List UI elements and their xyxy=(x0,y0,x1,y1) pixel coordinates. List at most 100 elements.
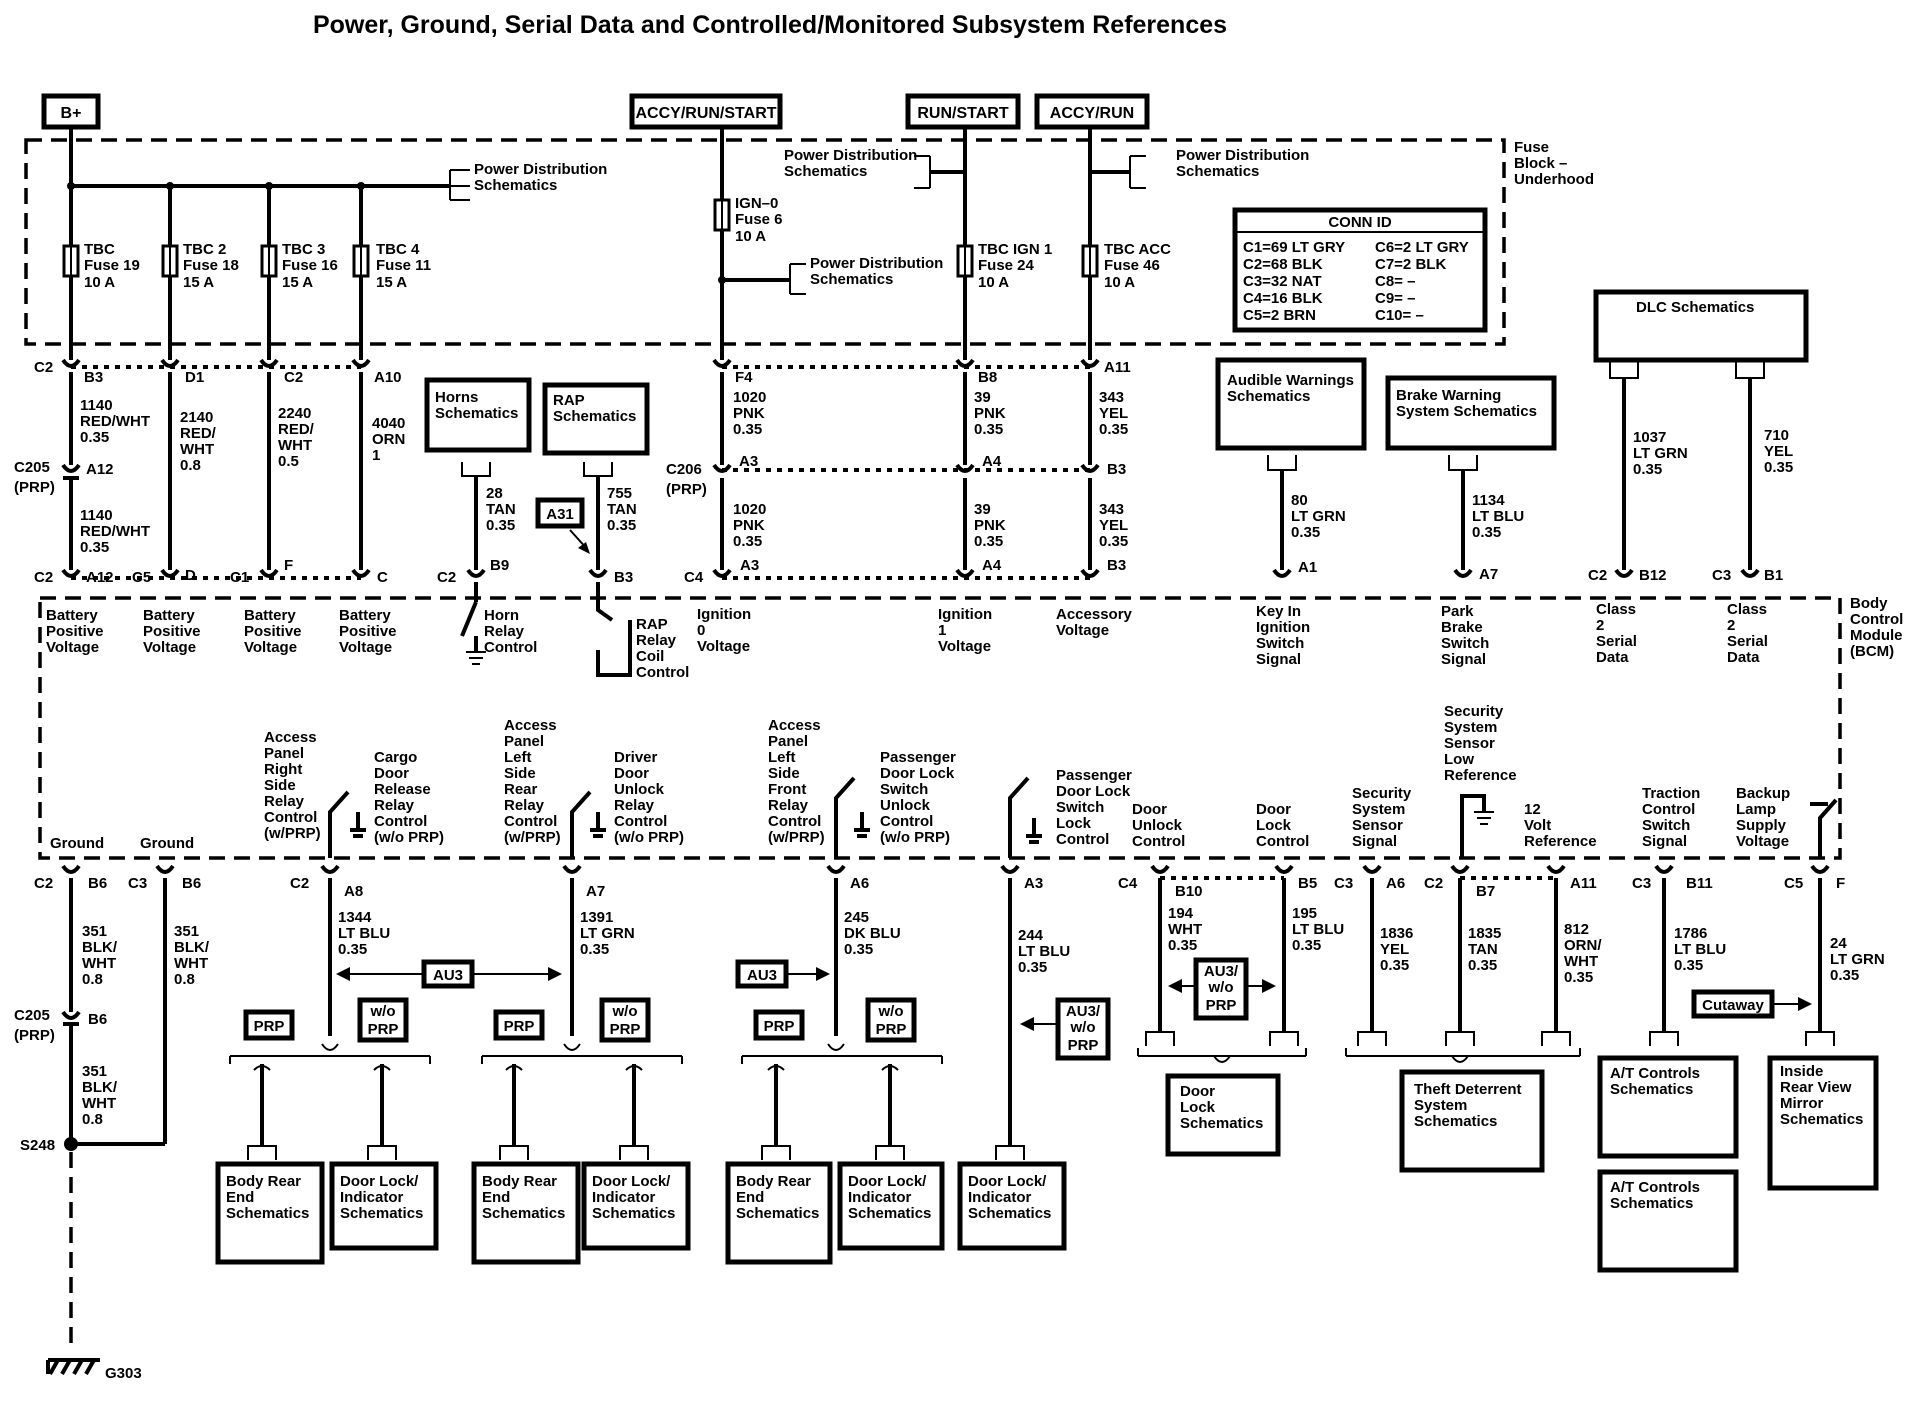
pds-ref-left: Power Distribution Schematics xyxy=(474,161,607,194)
svg-text:LT BLU: LT BLU xyxy=(1674,941,1726,958)
svg-text:Positive: Positive xyxy=(143,623,201,640)
connector-row-bcm-bottom: C2 B6 C3 B6 C2 A8 A7 A6 A3 C4 B10 B5 C3 … xyxy=(34,864,1845,900)
fuse-ign0-6: IGN–0 Fuse 6 10 A xyxy=(713,195,783,245)
svg-text:C3: C3 xyxy=(128,875,147,892)
svg-text:(w/PRP): (w/PRP) xyxy=(264,825,321,842)
option-wo-prp-3: w/o PRP xyxy=(865,997,917,1043)
wire-1835: 1835 TAN 0.35 xyxy=(1468,925,1501,974)
svg-text:Control: Control xyxy=(614,813,667,830)
svg-text:39: 39 xyxy=(974,389,991,406)
svg-text:WHT: WHT xyxy=(180,441,214,458)
ref-door-lock: Door Lock Schematics xyxy=(1165,1073,1281,1157)
svg-text:Door Lock/: Door Lock/ xyxy=(592,1173,671,1190)
svg-text:A6: A6 xyxy=(850,875,869,892)
func-rap-relay: RAP Relay Coil Control xyxy=(636,616,689,681)
svg-text:B7: B7 xyxy=(1476,883,1495,900)
svg-text:Door Lock/: Door Lock/ xyxy=(968,1173,1047,1190)
func-access-panel-right: Access Panel Right Side Relay Control (w… xyxy=(264,729,321,842)
svg-text:0.8: 0.8 xyxy=(82,1111,103,1128)
svg-text:Front: Front xyxy=(768,781,806,798)
svg-text:Voltage: Voltage xyxy=(1056,622,1109,639)
svg-text:BLK/: BLK/ xyxy=(82,1079,118,1096)
svg-text:Indicator: Indicator xyxy=(968,1189,1032,1206)
svg-text:0.35: 0.35 xyxy=(486,517,515,534)
option-au3-wo-prp-1: AU3/ w/o PRP xyxy=(1055,997,1111,1061)
svg-text:PRP: PRP xyxy=(368,1021,399,1038)
svg-text:12: 12 xyxy=(1524,801,1541,818)
svg-text:1: 1 xyxy=(938,622,946,639)
connector-c205-lower: C205 (PRP) B6 xyxy=(14,1007,107,1044)
svg-text:Driver: Driver xyxy=(614,749,658,766)
bcm-outline xyxy=(38,596,1842,860)
ref-door-lock-indicator-2: Door Lock/ Indicator Schematics xyxy=(581,1161,691,1251)
ref-horns-schematics: Horns Schematics xyxy=(424,377,532,453)
svg-text:Voltage: Voltage xyxy=(339,639,392,656)
func-batt-1: Battery Positive Voltage xyxy=(46,607,104,656)
svg-text:Control: Control xyxy=(1056,831,1109,848)
svg-text:Indicator: Indicator xyxy=(340,1189,404,1206)
svg-text:B3: B3 xyxy=(84,369,103,386)
svg-text:LT BLU: LT BLU xyxy=(1018,943,1070,960)
svg-text:Control: Control xyxy=(1256,833,1309,850)
svg-text:0.8: 0.8 xyxy=(180,457,201,474)
svg-text:WHT: WHT xyxy=(82,955,116,972)
option-cutaway: Cutaway xyxy=(1691,989,1775,1019)
svg-text:F: F xyxy=(284,557,293,574)
wire-1786: 1786 LT BLU 0.35 xyxy=(1674,925,1726,974)
svg-text:C205: C205 xyxy=(14,1007,50,1024)
svg-text:ORN: ORN xyxy=(372,431,405,448)
svg-text:0.8: 0.8 xyxy=(82,971,103,988)
svg-text:WHT: WHT xyxy=(278,437,312,454)
svg-text:Voltage: Voltage xyxy=(938,638,991,655)
svg-text:0.35: 0.35 xyxy=(974,421,1003,438)
svg-text:Panel: Panel xyxy=(264,745,304,762)
svg-text:2: 2 xyxy=(1727,617,1735,634)
svg-text:B12: B12 xyxy=(1639,567,1667,584)
svg-text:Control: Control xyxy=(1850,611,1903,628)
svg-text:B1: B1 xyxy=(1764,567,1783,584)
svg-text:Serial: Serial xyxy=(1596,633,1637,650)
svg-text:w/o: w/o xyxy=(1070,1019,1096,1036)
svg-text:Switch: Switch xyxy=(880,781,928,798)
func-ground-1: Ground xyxy=(50,835,104,852)
svg-text:Fuse: Fuse xyxy=(1514,139,1549,156)
svg-text:Serial: Serial xyxy=(1727,633,1768,650)
svg-text:Schematics: Schematics xyxy=(226,1205,309,1222)
svg-text:351: 351 xyxy=(82,1063,107,1080)
svg-text:0.35: 0.35 xyxy=(1168,937,1197,954)
pds-ref-run: Power Distribution Schematics xyxy=(784,147,917,180)
wire-1836: 1836 YEL 0.35 xyxy=(1380,925,1413,974)
svg-text:LT BLU: LT BLU xyxy=(1292,921,1344,938)
svg-text:Ground: Ground xyxy=(140,835,194,852)
svg-text:C2: C2 xyxy=(34,569,53,586)
svg-text:Schematics: Schematics xyxy=(1176,163,1259,180)
svg-text:Signal: Signal xyxy=(1642,833,1687,850)
svg-text:0.35: 0.35 xyxy=(1291,524,1320,541)
svg-text:TBC IGN 1: TBC IGN 1 xyxy=(978,241,1052,258)
func-access-panel-left-front: Access Panel Left Side Front Relay Contr… xyxy=(768,717,825,846)
svg-text:Relay: Relay xyxy=(484,623,525,640)
svg-text:C3: C3 xyxy=(1632,875,1651,892)
svg-text:C2: C2 xyxy=(1424,875,1443,892)
svg-text:A/T Controls: A/T Controls xyxy=(1610,1065,1700,1082)
pds-ref-right: Power Distribution Schematics xyxy=(1176,147,1309,180)
ref-at-controls-1: A/T Controls Schematics xyxy=(1597,1055,1739,1159)
svg-text:A31: A31 xyxy=(546,506,574,523)
svg-text:AU3: AU3 xyxy=(433,967,463,984)
ref-dlc-schematics: DLC Schematics xyxy=(1593,289,1809,363)
func-security-low-ref: Security System Sensor Low Reference xyxy=(1444,703,1517,784)
wire-343-upper: 343 YEL 0.35 xyxy=(1099,389,1128,438)
wire-351-a: 351 BLK/ WHT 0.8 xyxy=(82,923,118,988)
svg-text:Coil: Coil xyxy=(636,648,664,665)
fuse-tbc3-16: TBC 3 Fuse 16 15 A xyxy=(260,241,338,291)
svg-text:Positive: Positive xyxy=(339,623,397,640)
svg-text:Schematics: Schematics xyxy=(592,1205,675,1222)
svg-text:Ignition: Ignition xyxy=(938,606,992,623)
svg-text:A4: A4 xyxy=(982,453,1002,470)
svg-text:Security: Security xyxy=(1444,703,1504,720)
fuse-block-label: Fuse Block – Underhood xyxy=(1514,139,1594,188)
svg-text:C3=32 NAT: C3=32 NAT xyxy=(1243,273,1322,290)
svg-text:Panel: Panel xyxy=(768,733,808,750)
svg-text:C2=68 BLK: C2=68 BLK xyxy=(1243,256,1323,273)
svg-text:IGN–0: IGN–0 xyxy=(735,195,778,212)
